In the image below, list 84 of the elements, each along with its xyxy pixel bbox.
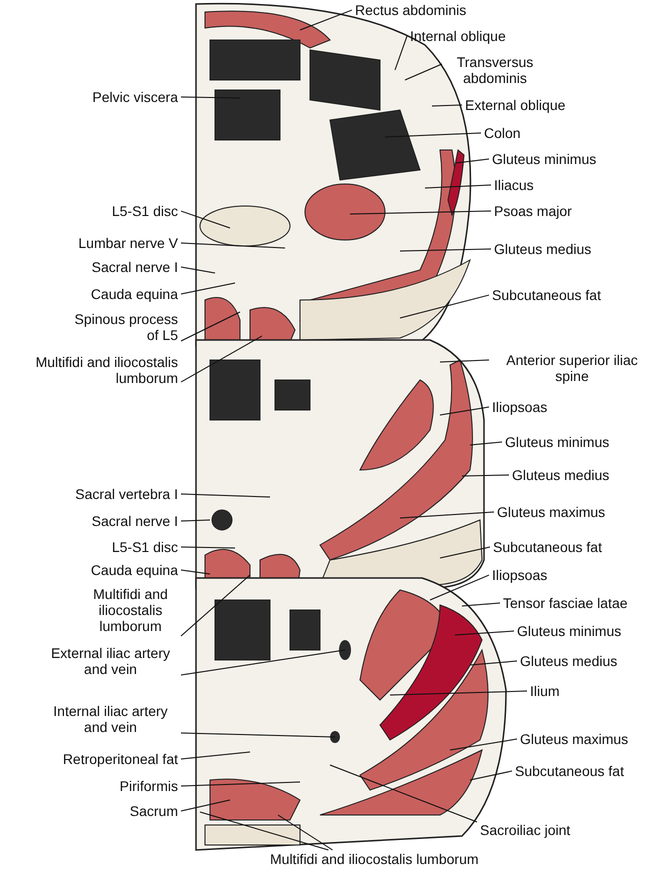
structure-label: Multifidi and iliocostalis lumborum xyxy=(270,851,479,868)
leader-line xyxy=(330,764,478,822)
leader-line xyxy=(180,732,336,738)
structure-label: Iliopsoas xyxy=(492,399,548,416)
leader-line xyxy=(400,294,490,318)
structure-label: Gluteus medius xyxy=(512,467,610,484)
structure-label: Sacral nerve I xyxy=(92,513,178,530)
leader-line xyxy=(400,248,492,252)
structure-label: Pelvic viscera xyxy=(92,89,178,106)
structure-label: Rectus abdominis xyxy=(355,2,466,18)
leader-line xyxy=(462,602,500,606)
structure-label: Multifidi and iliocostalis lumborum xyxy=(8,354,178,386)
leader-line xyxy=(278,814,334,850)
structure-label: Transversus abdominis xyxy=(445,54,545,86)
structure-label: Multifidi and iliocostalis lumborum xyxy=(83,586,178,634)
leader-line xyxy=(180,546,236,548)
leader-line xyxy=(180,570,210,574)
leader-line xyxy=(180,494,270,498)
leader-line xyxy=(456,158,490,164)
structure-label: Gluteus minimus xyxy=(505,434,610,450)
leader-line xyxy=(180,336,262,382)
leader-line xyxy=(200,812,329,850)
leader-line xyxy=(424,184,492,188)
structure-label: Ilium xyxy=(530,683,560,700)
structure-label: Subcutaneous fat xyxy=(492,287,601,304)
leader-line xyxy=(462,474,510,476)
structure-label: Piriformis xyxy=(120,778,178,794)
leader-line xyxy=(180,210,230,228)
structure-label: Cauda equina xyxy=(90,286,178,302)
structure-label: Sacroiliac joint xyxy=(480,822,570,838)
structure-label: Cauda equina xyxy=(90,562,178,578)
leader-line xyxy=(470,660,518,666)
leader-line xyxy=(180,520,210,522)
leader-line xyxy=(180,650,346,676)
leader-line xyxy=(180,752,250,760)
structure-label: Tensor fasciae latae xyxy=(503,595,628,612)
leader-line xyxy=(432,104,462,106)
structure-label: Gluteus maximus xyxy=(520,731,628,748)
structure-label: Retroperitoneal fat xyxy=(62,751,178,768)
structure-label: Lumbar nerve V xyxy=(78,235,178,252)
leader-line xyxy=(180,800,230,812)
leader-line xyxy=(180,312,240,342)
structure-label: L5-S1 disc xyxy=(112,203,178,220)
structure-label: Gluteus minimus xyxy=(517,623,622,640)
leader-line xyxy=(450,738,518,750)
structure-label: Colon xyxy=(484,125,521,142)
structure-label: Gluteus medius xyxy=(520,653,618,670)
structure-label: Sacral nerve I xyxy=(92,259,178,276)
leader-line xyxy=(350,210,492,214)
leader-line xyxy=(180,266,216,274)
leader-line xyxy=(404,64,442,80)
leader-line xyxy=(394,36,408,70)
leader-line xyxy=(180,282,236,295)
structure-label: Spinous process of L5 xyxy=(63,311,178,344)
leader-line xyxy=(440,546,490,558)
leader-line xyxy=(180,782,300,787)
leader-line xyxy=(440,360,490,362)
structure-label: Sacral vertebra I xyxy=(75,486,178,502)
leader-line xyxy=(390,690,528,696)
structure-label: Psoas major xyxy=(494,203,572,220)
leader-line xyxy=(440,406,490,416)
structure-label: Subcutaneous fat xyxy=(515,763,624,780)
leader-line xyxy=(430,574,490,600)
structure-label: Gluteus maximus xyxy=(497,504,606,520)
leader-line xyxy=(400,512,494,518)
leader-line xyxy=(470,442,502,446)
structure-label: Sacrum xyxy=(130,803,178,820)
structure-label: L5-S1 disc xyxy=(112,539,178,556)
leader-line xyxy=(470,770,512,780)
structure-label: Internal oblique xyxy=(410,28,506,44)
leader-line xyxy=(180,242,286,248)
structure-label: Internal iliac artery and vein xyxy=(43,703,178,736)
leader-line xyxy=(454,630,514,636)
structure-label: External iliac artery and vein xyxy=(43,645,178,678)
leader-line xyxy=(180,96,240,98)
leader-line xyxy=(300,10,352,30)
leader-line xyxy=(180,574,250,636)
structure-label: Iliacus xyxy=(494,177,534,194)
structure-label: Gluteus medius xyxy=(494,241,592,258)
structure-label: Subcutaneous fat xyxy=(493,539,602,556)
structure-label: Anterior superior iliac spine xyxy=(492,352,652,384)
structure-label: Iliopsoas xyxy=(492,567,548,584)
structure-label: External oblique xyxy=(465,97,566,114)
structure-label: Gluteus minimus xyxy=(492,151,596,168)
